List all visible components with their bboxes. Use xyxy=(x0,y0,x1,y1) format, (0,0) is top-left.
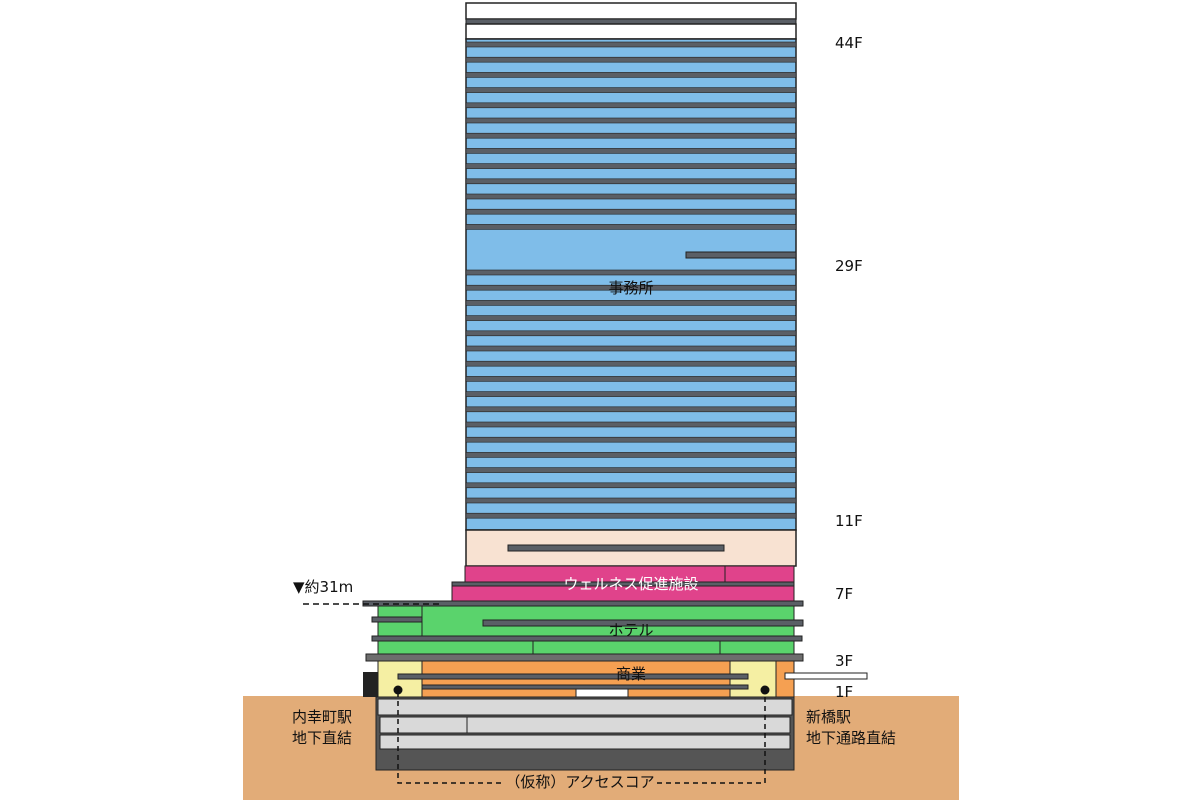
sky-lobby-slab xyxy=(685,251,797,259)
office-floor-slab xyxy=(465,193,797,200)
left-station-line-2: 地下直結 xyxy=(292,729,353,747)
hotel-zone xyxy=(377,605,795,655)
office-floor-slab xyxy=(465,87,797,93)
floor-label-1f: 1F xyxy=(835,683,854,701)
right-station-line-1: 新橋駅 xyxy=(806,708,852,726)
office-floor-slab xyxy=(465,178,797,185)
access-core-label: （仮称）アクセスコア xyxy=(505,773,655,791)
uchisaiwaicho-station-label: 内幸町駅 地下直結 xyxy=(292,707,352,749)
third-floor-slab xyxy=(365,653,804,662)
floor-label-11f: 11F xyxy=(835,512,863,530)
office-floor-slab xyxy=(465,497,797,504)
office-floor-slab xyxy=(465,482,797,489)
office-tower xyxy=(465,38,797,531)
office-floor-slab xyxy=(465,224,797,230)
left-station-line-1: 内幸町駅 xyxy=(292,708,353,726)
office-floor-slab xyxy=(465,72,797,78)
office-floor-slab xyxy=(465,376,797,382)
first-floor-opening xyxy=(575,688,629,698)
office-floor-slab xyxy=(465,436,797,443)
right-station-line-2: 地下通路直結 xyxy=(806,729,897,747)
hotel-slab-1 xyxy=(371,616,423,623)
hotel-slab-3 xyxy=(371,635,803,642)
office-floor-slab xyxy=(465,315,797,321)
office-floor-slab xyxy=(465,512,797,519)
filled-dot-icon xyxy=(760,685,770,695)
office-floor-slab xyxy=(465,421,797,428)
office-floor-slab xyxy=(465,330,797,337)
office-floor-slab xyxy=(465,300,797,306)
office-zone-label: 事務所 xyxy=(608,279,654,297)
floor-label-7f: 7F xyxy=(835,585,854,603)
office-floor-slab xyxy=(465,269,797,276)
peach-level-slab xyxy=(507,544,725,552)
right-bridge xyxy=(784,672,868,680)
floor-label-29f: 29F xyxy=(835,257,863,275)
basement-level-2 xyxy=(379,716,791,734)
filled-dot-icon xyxy=(393,685,403,695)
shimbashi-station-label: 新橋駅 地下通路直結 xyxy=(806,707,896,749)
office-floor-slab xyxy=(465,56,797,63)
office-floor-slab xyxy=(465,117,797,124)
rooftop-machine-room xyxy=(465,23,797,40)
hotel-slab-2 xyxy=(482,619,804,627)
office-floor-slabs xyxy=(465,41,797,519)
office-floor-slab xyxy=(465,345,797,352)
rooftop-parapet xyxy=(465,2,797,20)
office-floor-slab xyxy=(465,360,797,367)
floor-label-44f: 44F xyxy=(835,34,863,52)
access-core-path xyxy=(397,692,766,784)
office-floor-slab xyxy=(465,41,797,48)
commercial-slab-2 xyxy=(421,684,749,690)
floor-label-3f: 3F xyxy=(835,652,854,670)
office-floor-slab xyxy=(465,148,797,154)
hotel-zone-label: ホテル xyxy=(608,621,654,639)
left-entrance xyxy=(363,672,378,697)
office-floor-slab xyxy=(465,452,797,458)
commercial-slab-1 xyxy=(397,673,749,680)
office-floor-slab xyxy=(465,391,797,397)
wellness-zone-label: ウェルネス促進施設 xyxy=(563,575,699,593)
office-floor-slab xyxy=(465,284,797,291)
commercial-zone-label: 商業 xyxy=(615,665,646,683)
basement-level-1 xyxy=(377,698,793,716)
office-floor-slab xyxy=(465,406,797,413)
office-floor-slab xyxy=(465,163,797,169)
height-marker-label: ▼約31m xyxy=(293,578,354,596)
office-floor-slab xyxy=(465,208,797,215)
basement-level-3 xyxy=(379,734,791,750)
office-floor-slab xyxy=(465,132,797,139)
office-floor-slab xyxy=(465,102,797,109)
office-floor-slab xyxy=(465,467,797,473)
